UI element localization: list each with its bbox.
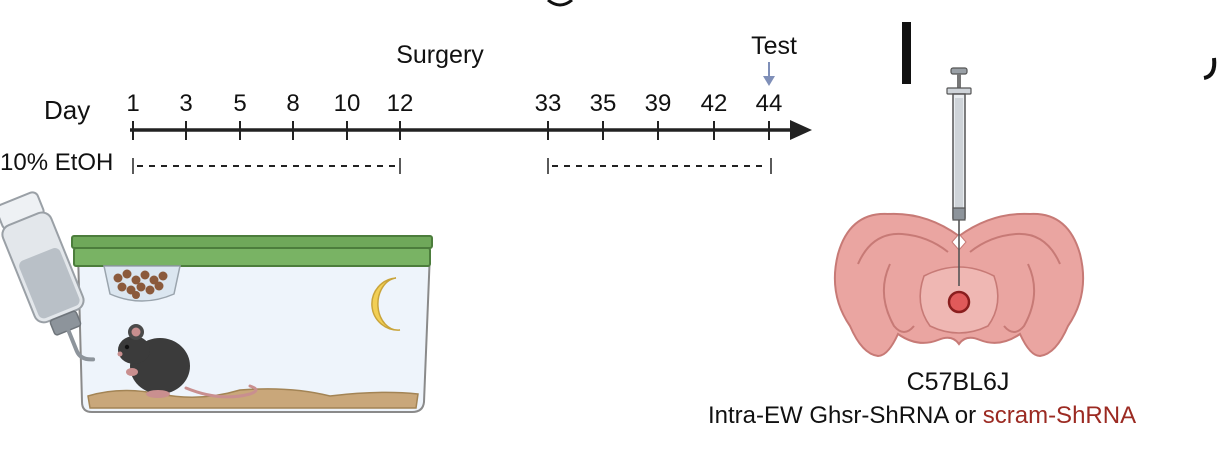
day-tick-label-33: 33: [534, 90, 562, 117]
cropped-title-glyph: [547, 0, 573, 7]
surgery-label: Surgery: [396, 41, 484, 69]
home-cage-illustration: [0, 191, 433, 413]
day-tick-label-35: 35: [589, 90, 617, 117]
test-arrow-head: [763, 76, 775, 86]
day-tick-label-1: 1: [126, 90, 140, 117]
etoh-label: 10% EtOH: [0, 149, 114, 176]
day-tick-marks: [132, 121, 770, 140]
treatment-scram-highlight: scram-ShRNA: [982, 402, 1137, 429]
test-label: Test: [751, 32, 797, 60]
ew-target-site: [947, 290, 971, 314]
day-tick-label-12: 12: [386, 90, 414, 117]
day-axis-label: Day: [44, 95, 91, 125]
cropped-panel-glyph: [1203, 57, 1217, 80]
etoh-period-1: [132, 158, 401, 174]
mouse-icon: [117, 324, 258, 399]
mouse-strain-label: C57BL6J: [906, 368, 1010, 396]
treatment-prefix: Intra-EW Ghsr-ShRNA or: [708, 402, 983, 429]
bedding: [87, 388, 419, 409]
panel-divider-mark: [902, 22, 911, 84]
day-tick-label-44: 44: [755, 90, 783, 117]
day-tick-label-8: 8: [286, 90, 300, 117]
day-tick-label-10: 10: [333, 90, 361, 117]
treatment-label: Intra-EW Ghsr-ShRNA or scram-ShRNA: [708, 404, 1136, 428]
day-tick-label-5: 5: [233, 90, 247, 117]
day-tick-label-39: 39: [644, 90, 672, 117]
timeline-arrowhead: [790, 120, 812, 140]
etoh-period-2: [547, 158, 772, 174]
day-tick-label-42: 42: [700, 90, 728, 117]
food-hopper: [103, 265, 181, 302]
syringe-icon: [946, 67, 972, 286]
day-tick-label-3: 3: [179, 90, 193, 117]
water-bottle-icon: [0, 191, 96, 362]
cage-lid: [73, 247, 431, 267]
moon-icon: [371, 277, 401, 331]
brain-injection-illustration: [833, 67, 1085, 358]
cage-lid-top: [71, 235, 433, 249]
